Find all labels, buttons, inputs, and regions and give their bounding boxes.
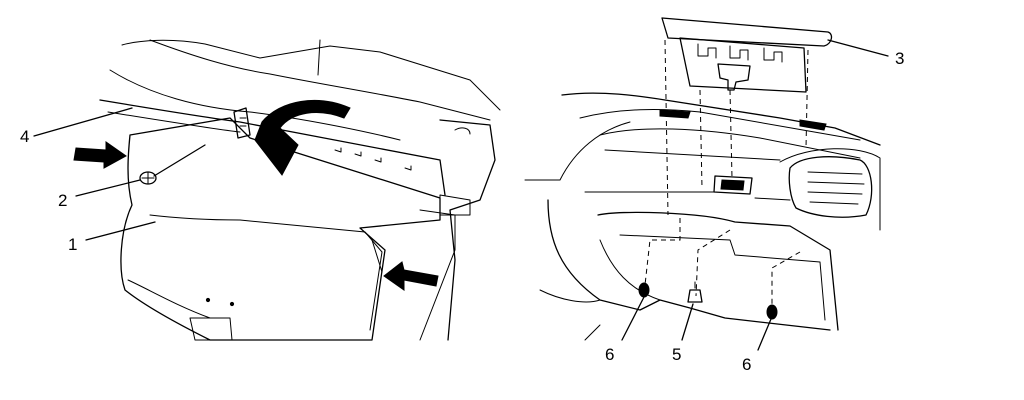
instrument-panel-brow <box>599 128 861 159</box>
air-vent-louvers <box>807 171 865 205</box>
panel-hinge-pin <box>239 117 247 127</box>
center-switch <box>713 175 753 195</box>
fastener-5 <box>681 281 703 341</box>
glove-box-latch <box>439 194 471 216</box>
callout-1: 1 <box>68 235 77 254</box>
fastener-6-right <box>757 304 778 351</box>
instrument-panel-upper-line <box>524 121 631 181</box>
fastener-6-left <box>621 282 650 341</box>
trim-piece-3 <box>661 17 833 47</box>
alignment-line <box>695 229 731 297</box>
dash-right-contour <box>317 39 501 111</box>
dash-trim-line <box>754 197 791 201</box>
instrument-panel-top <box>561 92 881 146</box>
leader-4 <box>33 107 133 137</box>
alignment-line <box>644 218 681 286</box>
alignment-line <box>729 89 733 179</box>
glove-box-latch-hook <box>454 127 471 135</box>
callout-6-left: 6 <box>605 345 614 364</box>
panel-hole <box>205 297 211 303</box>
dash-trim-line <box>604 149 781 161</box>
callout-leaders <box>33 39 889 241</box>
alignment-line <box>805 49 809 149</box>
lower-panel-bottom <box>539 289 601 341</box>
callout-4: 4 <box>20 127 29 146</box>
air-vent <box>788 156 873 218</box>
trim-piece-3-center-clip <box>717 63 751 91</box>
callout-2: 2 <box>58 191 67 210</box>
closeout-panel-1-lower-curve <box>127 279 211 319</box>
push-arrow-bottom-icon <box>383 261 439 291</box>
lower-panel-recess <box>599 239 661 301</box>
rotation-arrow-icon <box>254 99 351 176</box>
push-arrow-bottom-stem <box>371 239 383 273</box>
callout-3: 3 <box>895 49 904 68</box>
lower-panel-inner <box>619 234 826 321</box>
glove-box-frame <box>419 209 456 341</box>
push-arrow-left-icon <box>73 141 127 169</box>
panel-hinge-clip <box>233 107 251 139</box>
retainer-slots <box>334 147 412 171</box>
closeout-panel-1-tab <box>189 317 233 341</box>
leader-1 <box>85 221 156 241</box>
instrument-panel-top-inner <box>579 109 861 141</box>
alignment-line <box>699 89 703 189</box>
dash-upper-edge <box>121 39 381 59</box>
lower-panel <box>547 199 831 331</box>
lower-panel-outline <box>597 211 839 331</box>
closeout-panel-top <box>99 99 446 196</box>
defrost-slot <box>799 119 827 131</box>
callout-5: 5 <box>672 345 681 364</box>
alignment-line <box>771 251 801 310</box>
panel-hole <box>229 301 235 307</box>
dash-left-sweep <box>109 69 401 141</box>
screw-2 <box>139 144 206 185</box>
glove-box-opening <box>439 119 496 341</box>
leader-3 <box>827 39 889 57</box>
alignment-line <box>664 39 669 216</box>
trim-piece-3-bracket <box>679 37 807 93</box>
defrost-slot <box>659 109 691 119</box>
center-switch-face <box>720 179 745 191</box>
closeout-panel-top-inner <box>107 111 241 133</box>
callout-6-right: 6 <box>742 355 751 374</box>
leader-2 <box>75 179 141 197</box>
right-view <box>524 17 881 351</box>
closeout-panel-1 <box>120 117 441 341</box>
closeout-panel-1-inner-edge <box>149 214 383 331</box>
vent-surround <box>779 148 881 231</box>
trim-clips <box>697 43 783 63</box>
left-view <box>73 39 501 341</box>
dash-upper-contour <box>149 39 491 121</box>
